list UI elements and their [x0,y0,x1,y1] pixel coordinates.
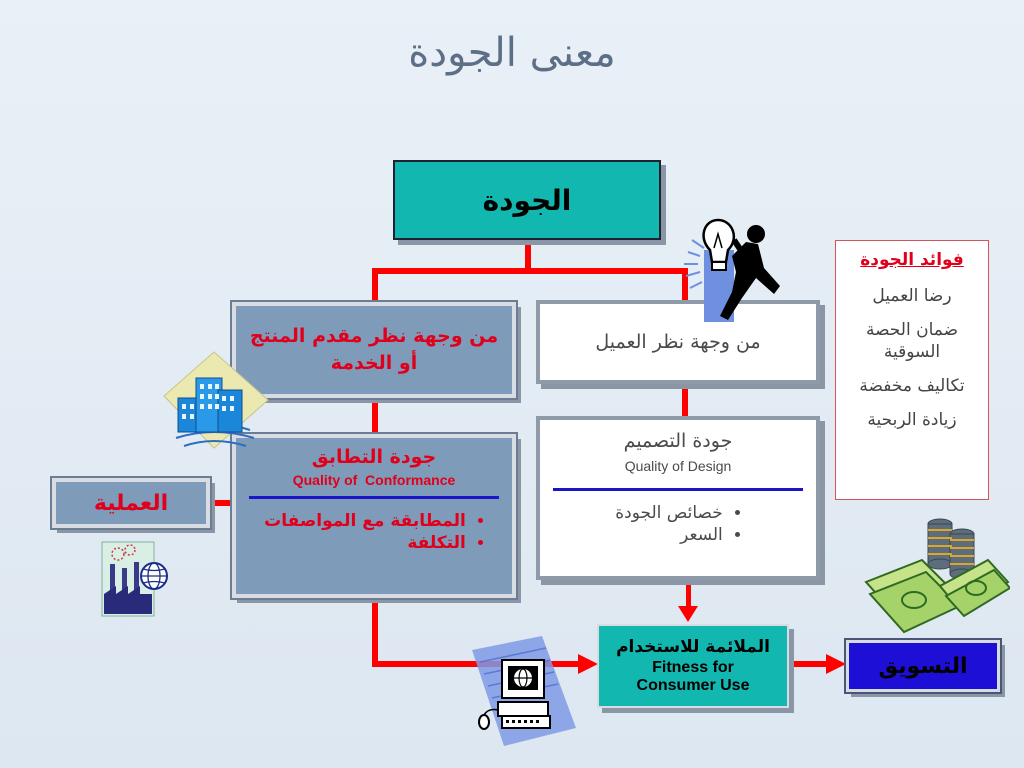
benefit-item: زيادة الربحية [867,410,957,431]
connector-process [210,500,234,506]
conformance-item: التكلفة [264,533,466,553]
design-list: خصائص الجودة السعر [615,501,741,547]
fitness-title-en-1: Fitness for [652,659,734,676]
fitness-title-en-2: Consumer Use [636,677,750,694]
buildings-icon [163,351,269,449]
conformance-list: المطابقة مع المواصفات التكلفة [264,509,484,555]
connector-left-bottom [372,598,378,666]
conformance-title-ar: جودة التطابق [311,446,437,468]
fitness-title-ar: الملائمة للاستخدام [616,637,770,657]
arrow-head-to-fitness [578,654,598,674]
arrow-head-to-marketing [826,654,846,674]
money-coins-icon [864,518,1010,634]
quality-box: الجودة [393,160,661,240]
producer-view-label: من وجهة نظر مقدم المنتج أو الخدمة [249,325,499,374]
process-box: العملية [50,476,212,530]
benefit-item: ضمان الحصة السوقية [865,320,959,363]
benefits-panel: فوائد الجودة رضا العميل ضمان الحصة السوق… [835,240,989,500]
customer-view-box: من وجهة نظر العميل [536,300,820,384]
design-item: خصائص الجودة [615,503,723,523]
connector-horizontal-top [372,268,688,274]
conformance-item: المطابقة مع المواصفات [264,511,466,531]
producer-view-box: من وجهة نظر مقدم المنتج أو الخدمة [230,300,518,400]
design-box: جودة التصميم Quality of Design خصائص الج… [536,416,820,580]
quality-label: الجودة [482,183,572,217]
computer-globe-icon [472,636,576,746]
design-divider [553,488,803,491]
connector-right-mid [682,384,688,418]
connector-to-marketing [792,661,830,667]
benefit-item: رضا العميل [872,286,952,307]
connector-right-down [682,268,688,304]
arrow-head-design-down [678,606,698,622]
process-label: العملية [93,490,169,516]
design-title-ar: جودة التصميم [623,430,733,452]
benefit-item: تكاليف مخفضة [859,376,965,397]
fitness-box: الملائمة للاستخدام Fitness for Consumer … [597,624,789,708]
benefits-heading: فوائد الجودة [860,250,964,270]
conformance-box: جودة التطابق Quality of Conformance المط… [230,432,518,600]
connector-left-mid [372,398,378,434]
connector-left-down [372,268,378,304]
conformance-title-en: Quality of Conformance [292,472,456,488]
design-item: السعر [615,525,723,545]
connector-quality-down [525,240,531,272]
conformance-divider [249,496,499,499]
marketing-box: التسويق [844,638,1002,694]
page-title: معنى الجودة [408,30,616,76]
connector-design-to-fitness [686,580,691,610]
factory-globe-icon [101,541,168,617]
design-title-en: Quality of Design [624,458,732,474]
marketing-label: التسويق [878,653,968,679]
lightbulb-person-icon [684,218,780,322]
customer-view-label: من وجهة نظر العميل [595,331,761,353]
